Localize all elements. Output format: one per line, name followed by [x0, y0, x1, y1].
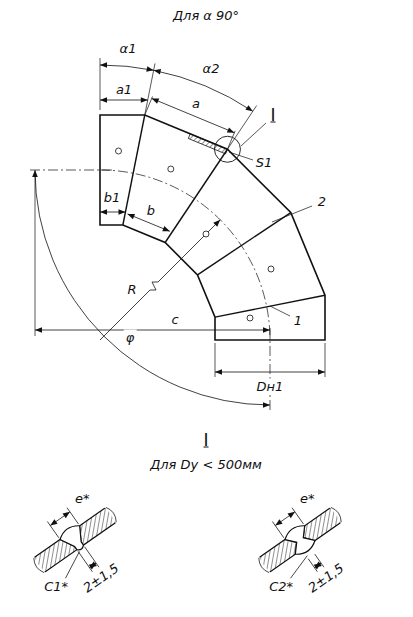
dimension-line	[35, 330, 270, 331]
radius-line	[100, 220, 220, 340]
dimension-line	[50, 512, 70, 526]
axis-line	[30, 170, 112, 171]
dimension-label: a1	[114, 82, 134, 97]
callout-number: 2	[316, 194, 328, 209]
wall-section	[188, 134, 227, 154]
detail-callout: I	[268, 106, 277, 125]
marker-dot	[203, 231, 209, 237]
dimension-label: e*	[73, 491, 92, 506]
leader-line	[270, 306, 290, 316]
dimension-label: R	[125, 282, 138, 297]
dimension-label: Dн1	[255, 379, 286, 394]
extension-line	[227, 131, 235, 149]
dimension-label: a	[190, 96, 202, 111]
detail-note: Для Dy < 500мм	[148, 457, 264, 472]
dimension-line	[100, 212, 126, 213]
weld-detail	[8, 480, 145, 604]
dimension-line	[315, 563, 322, 568]
dimension-label: 2±1,5	[304, 559, 349, 596]
marker-dot	[268, 266, 274, 272]
extension-line	[145, 63, 155, 115]
dimension-label: 2±1,5	[79, 559, 124, 596]
angle-dimension	[35, 170, 270, 405]
extension-line	[145, 97, 153, 116]
segment-joint	[197, 213, 290, 275]
dimension-line	[57, 552, 87, 579]
leader-line	[229, 152, 253, 160]
callout-number: 1	[292, 313, 304, 328]
weld-bead	[282, 522, 317, 558]
dimension-line	[215, 372, 325, 373]
segment-joint	[123, 115, 145, 225]
dimension-line	[85, 547, 99, 567]
dimension-line	[100, 100, 148, 101]
leader-line	[272, 206, 312, 222]
dimension-line	[285, 556, 312, 579]
weld-detail	[233, 480, 370, 604]
dimension-label: C1*	[42, 579, 70, 594]
extension-line	[35, 175, 36, 336]
dimension-line	[67, 508, 78, 524]
dimension-line	[315, 554, 324, 567]
dimension-label: C2*	[267, 579, 295, 594]
dimension-label: c	[169, 312, 180, 327]
marker-dot	[116, 148, 122, 154]
dimension-line	[292, 508, 303, 524]
bend-outline	[100, 115, 325, 340]
segment-joint	[215, 295, 325, 317]
detail-title: I	[201, 431, 210, 450]
marker-dot	[168, 166, 174, 172]
dimension-label: S1	[254, 155, 275, 170]
dimension-line	[90, 563, 97, 568]
angle-label: α1	[118, 41, 139, 56]
weld-bead	[57, 522, 91, 556]
dimension-label: b	[145, 203, 157, 218]
angle-label: α2	[201, 61, 222, 76]
extension-line	[100, 58, 101, 110]
drawing-title: Для α 90°	[171, 8, 241, 23]
axis-line	[270, 328, 271, 410]
segment-joint	[165, 149, 227, 242]
angle-dimension	[100, 65, 154, 70]
axis-line	[100, 170, 270, 340]
detail-circle	[214, 136, 240, 162]
dimension-label: e*	[298, 491, 317, 506]
dimension-label: b1	[102, 190, 123, 205]
marker-dot	[247, 315, 253, 321]
angle-label: φ	[124, 330, 137, 345]
extension-line	[227, 106, 256, 150]
leader-line	[241, 123, 266, 146]
dimension-line	[275, 512, 295, 526]
dimension-line	[308, 559, 317, 572]
